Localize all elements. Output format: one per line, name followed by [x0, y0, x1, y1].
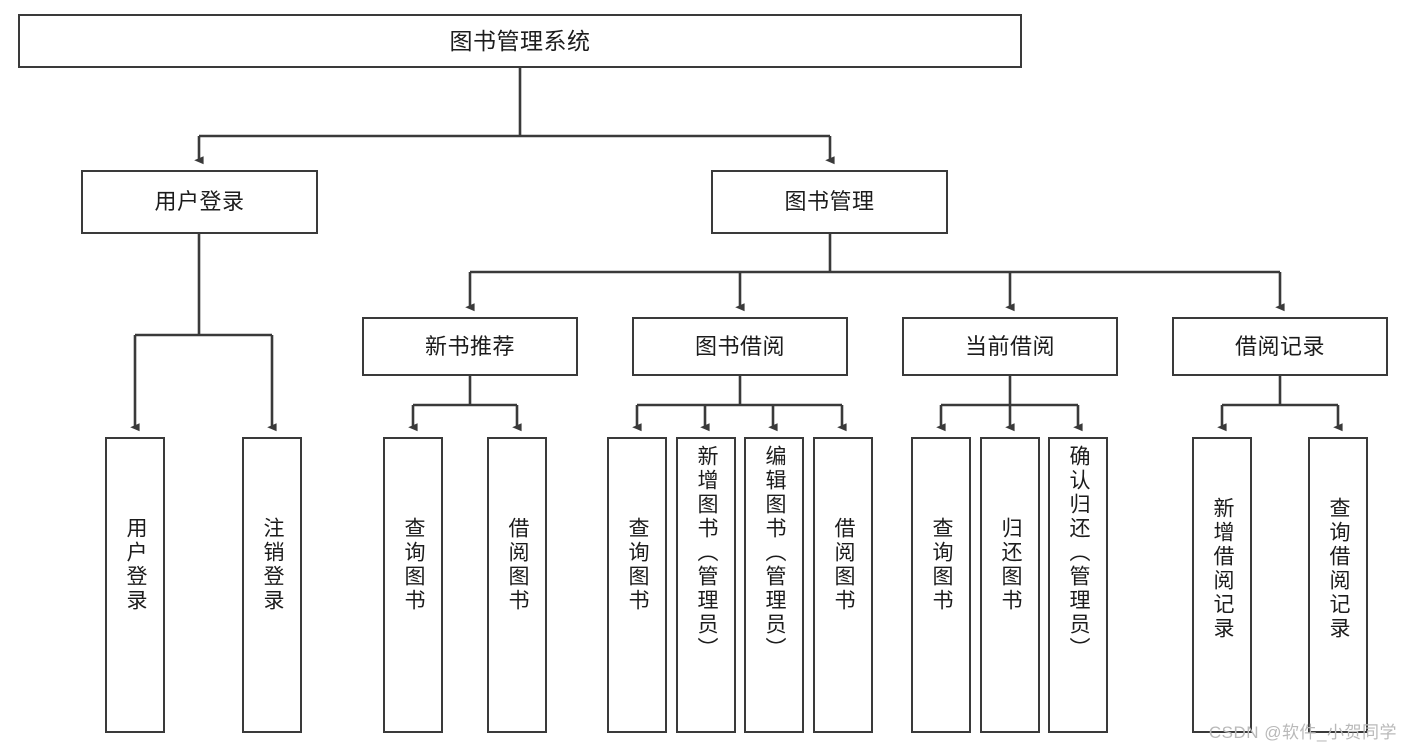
leaf-confirm-return-admin[interactable]: 确认归还（管理员）: [1048, 437, 1108, 733]
node-label: 查询图书: [626, 517, 650, 613]
leaf-query-book-borrow[interactable]: 查询图书: [607, 437, 667, 733]
node-label: 查询图书: [402, 517, 426, 613]
node-label: 图书管理系统: [449, 27, 591, 54]
node-current-borrow[interactable]: 当前借阅: [902, 317, 1118, 376]
leaf-add-borrow-record[interactable]: 新增借阅记录: [1192, 437, 1252, 733]
leaf-user-login[interactable]: 用户登录: [105, 437, 165, 733]
leaf-query-borrow-record[interactable]: 查询借阅记录: [1308, 437, 1368, 733]
leaf-edit-book-admin[interactable]: 编辑图书（管理员）: [744, 437, 804, 733]
leaf-borrow-book-borrow[interactable]: 借阅图书: [813, 437, 873, 733]
node-label: 查询图书: [930, 517, 954, 613]
node-label: 查询借阅记录: [1327, 497, 1351, 641]
node-label: 归还图书: [999, 517, 1023, 613]
leaf-borrow-book-new[interactable]: 借阅图书: [487, 437, 547, 733]
node-label: 确认归还（管理员）: [1067, 445, 1091, 661]
node-label: 图书借阅: [694, 333, 785, 359]
node-label: 用户登录: [154, 189, 245, 215]
node-label: 图书管理: [784, 189, 875, 215]
node-label: 新增图书（管理员）: [695, 445, 719, 661]
node-label: 新书推荐: [424, 333, 515, 359]
node-label: 用户登录: [124, 517, 148, 613]
node-book-management[interactable]: 图书管理: [711, 170, 948, 234]
watermark-text: CSDN @软件_小贺同学: [1208, 723, 1397, 742]
node-label: 借阅图书: [832, 517, 856, 613]
node-root-system[interactable]: 图书管理系统: [18, 14, 1022, 68]
node-label: 当前借阅: [964, 333, 1055, 359]
leaf-query-book-new[interactable]: 查询图书: [383, 437, 443, 733]
leaf-logout-login[interactable]: 注销登录: [242, 437, 302, 733]
leaf-query-book-current[interactable]: 查询图书: [911, 437, 971, 733]
node-borrow-record[interactable]: 借阅记录: [1172, 317, 1388, 376]
node-label: 借阅图书: [506, 517, 530, 613]
leaf-add-book-admin[interactable]: 新增图书（管理员）: [676, 437, 736, 733]
node-user-login[interactable]: 用户登录: [81, 170, 318, 234]
node-label: 新增借阅记录: [1211, 497, 1235, 641]
node-book-borrow[interactable]: 图书借阅: [632, 317, 848, 376]
leaf-return-book[interactable]: 归还图书: [980, 437, 1040, 733]
node-label: 注销登录: [261, 517, 285, 613]
node-new-book-recommend[interactable]: 新书推荐: [362, 317, 578, 376]
node-label: 借阅记录: [1234, 333, 1325, 359]
node-label: 编辑图书（管理员）: [763, 445, 787, 661]
